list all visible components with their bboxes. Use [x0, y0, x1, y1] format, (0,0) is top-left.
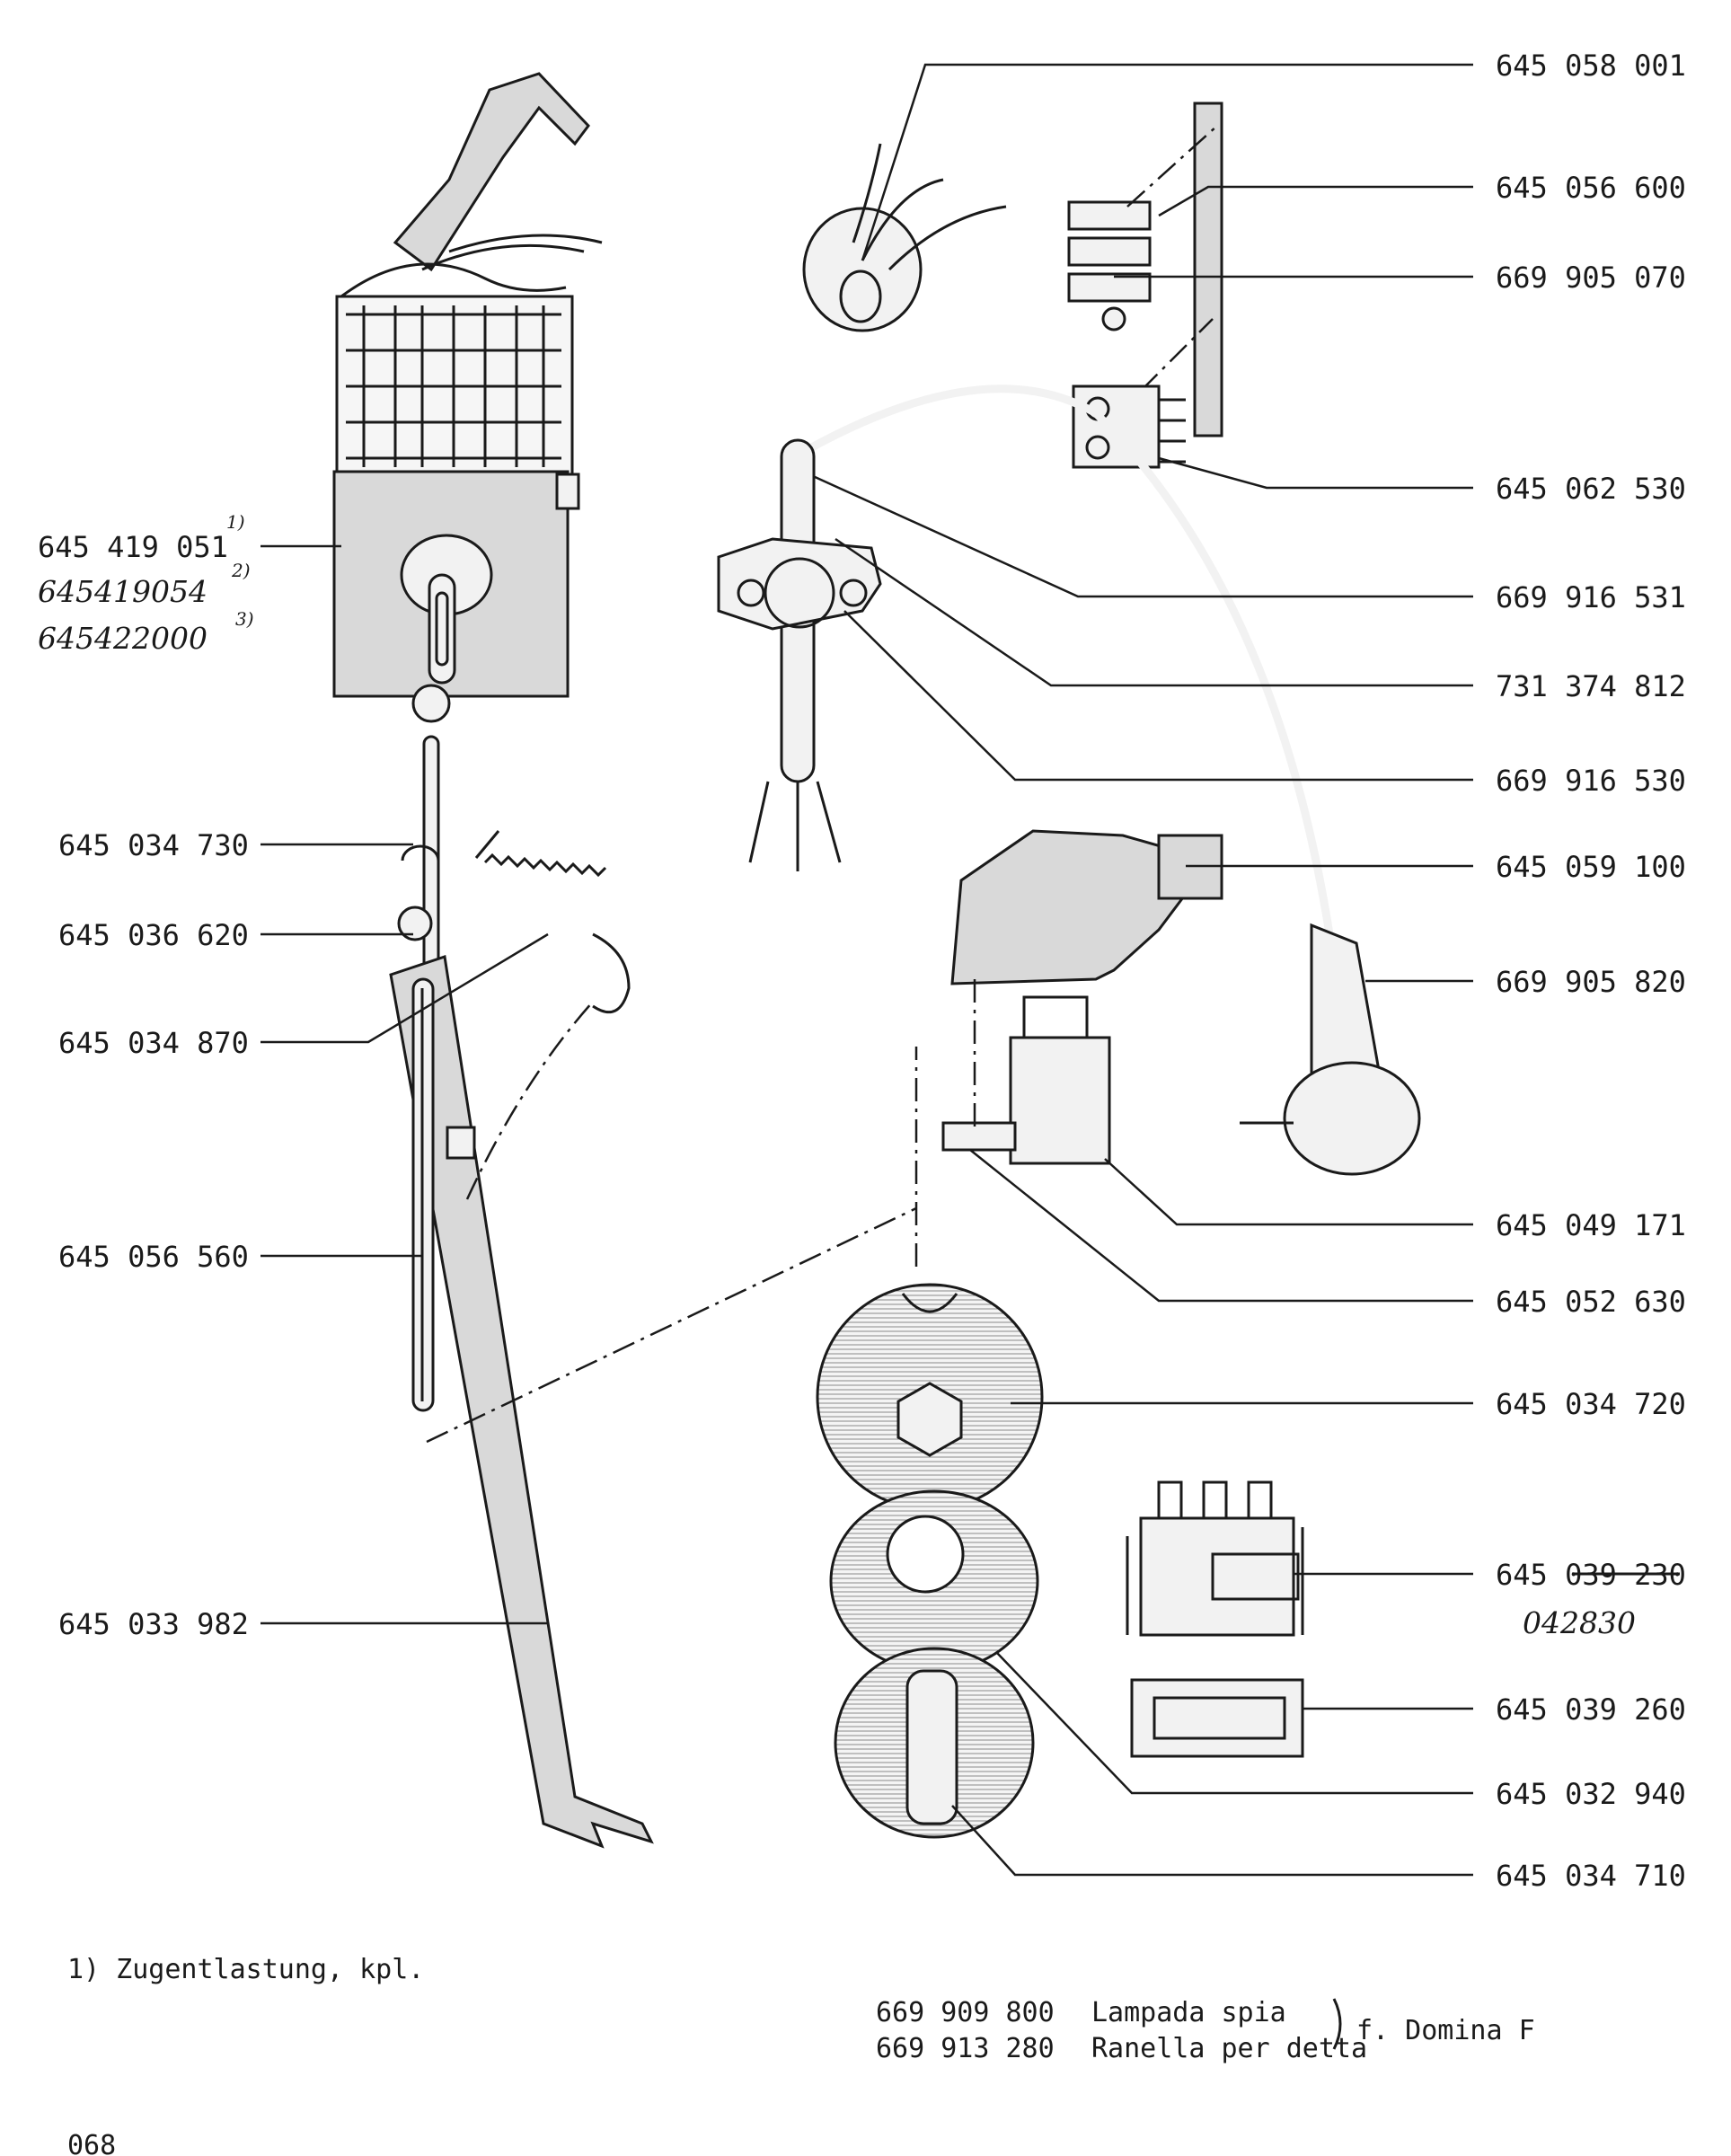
sensor-rod — [411, 977, 435, 1412]
parts-table-description: Ranella per detta — [1091, 2033, 1367, 2064]
part-label: 645 034 730 — [58, 828, 249, 862]
power-cord-with-plug — [717, 384, 1421, 1176]
power-switch-unit — [332, 72, 603, 723]
right-part-labels: 645 058 001 645 056 600 669 905 070 645 … — [1496, 49, 1686, 1893]
part-label: 645 062 530 — [1496, 472, 1686, 506]
lever-arm — [389, 955, 654, 1849]
part-label: 645 058 001 — [1496, 49, 1686, 83]
part-label: 669 905 820 — [1496, 965, 1686, 999]
part-label: 645 039 260 — [1496, 1692, 1686, 1727]
part-label: 669 916 530 — [1496, 764, 1686, 798]
footnote: 1) Zugentlastung, kpl. — [67, 1954, 424, 1985]
microswitch-bracket — [941, 829, 1223, 1165]
part-label: 731 374 812 — [1496, 669, 1686, 703]
part-label: 645 056 560 — [58, 1240, 249, 1274]
part-label: 669 905 070 — [1496, 261, 1686, 295]
parts-table-number: 669 909 800 — [876, 1997, 1055, 2028]
handwritten-alternate-number: 645419054 — [38, 574, 208, 609]
indicator-window — [1130, 1678, 1304, 1758]
parts-table-number: 669 913 280 — [876, 2033, 1055, 2064]
part-label: 645 034 710 — [1496, 1859, 1686, 1893]
terminal-block-strip — [1067, 102, 1223, 469]
knob-stack — [426, 1047, 1044, 1839]
part-label: 645 034 870 — [58, 1026, 249, 1060]
leader-lines — [261, 63, 1473, 1877]
part-label: 669 916 531 — [1496, 580, 1686, 614]
footer-notes: 1) Zugentlastung, kpl. 669 909 800 Lampa… — [67, 1954, 1535, 2156]
switch-component — [1126, 1480, 1304, 1637]
parts-table-description: Lampada spia — [1091, 1997, 1286, 2028]
part-label: 645 049 171 — [1496, 1208, 1686, 1242]
part-label: 645 036 620 — [58, 918, 249, 952]
handwritten-alternate-number: 645422000 — [38, 621, 208, 656]
handwritten-correction: 042830 — [1523, 1605, 1636, 1640]
part-label: 645 034 720 — [1496, 1387, 1686, 1421]
part-label: 645 033 982 — [58, 1607, 249, 1641]
bracket-mark — [1332, 1998, 1342, 2050]
part-label: 645 032 940 — [1496, 1777, 1686, 1811]
part-label: 645 052 630 — [1496, 1285, 1686, 1319]
footnote-marker: 1) — [226, 511, 245, 533]
footnote-marker: 3) — [235, 608, 254, 630]
left-part-labels: 645 419 051 1) 645419054 2) 645422000 3)… — [38, 511, 254, 1641]
coil-with-wires — [802, 143, 1007, 332]
part-label: 645 056 600 — [1496, 171, 1686, 205]
footnote-marker: 2) — [231, 560, 251, 581]
part-label: 645 419 051 — [38, 530, 228, 564]
part-label: 645 059 100 — [1496, 850, 1686, 884]
parts-table-bracket-note: f. Domina F — [1356, 2015, 1535, 2046]
page-code: 068 — [67, 2130, 116, 2156]
